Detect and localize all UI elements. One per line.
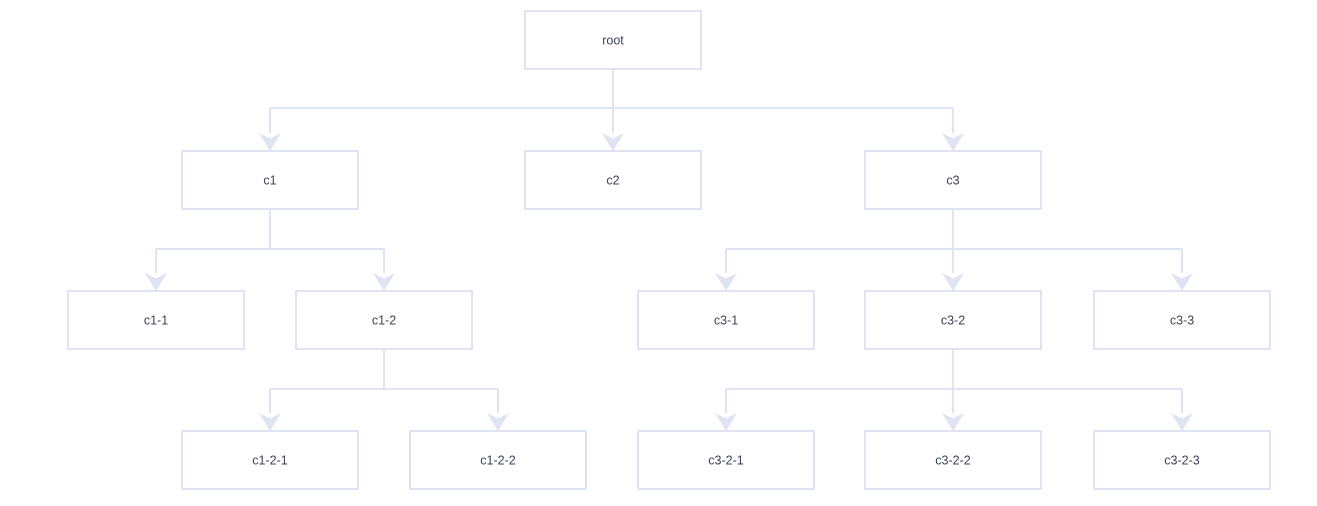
tree-node-c1[interactable]: c1 — [181, 150, 359, 210]
tree-node-c3-3[interactable]: c3-3 — [1093, 290, 1271, 350]
node-label-c3-2: c3-2 — [941, 313, 965, 327]
tree-node-c3-2-2[interactable]: c3-2-2 — [864, 430, 1042, 490]
node-box-root[interactable] — [524, 10, 702, 70]
arrow-icon-c3-2-to-c3-2-2 — [942, 413, 964, 431]
node-label-c3-2-2: c3-2-2 — [935, 453, 970, 467]
arrow-icon-c1-to-c1-2 — [373, 273, 395, 291]
node-box-c1-1[interactable] — [67, 290, 245, 350]
node-box-c1[interactable] — [181, 150, 359, 210]
nodes-layer: root c1 c2 c3 c1-1 c1-2 c3-1 c3-2 c3-3 c1-2-1 c1-2… — [67, 10, 1271, 490]
tree-node-c3-2-3[interactable]: c3-2-3 — [1093, 430, 1271, 490]
node-box-c3-2-2[interactable] — [864, 430, 1042, 490]
tree-node-c1-2-2[interactable]: c1-2-2 — [409, 430, 587, 490]
node-label-c3: c3 — [946, 173, 959, 187]
node-box-c3-1[interactable] — [637, 290, 815, 350]
node-label-c3-2-1: c3-2-1 — [708, 453, 743, 467]
tree-node-c1-2[interactable]: c1-2 — [295, 290, 473, 350]
node-box-c1-2-2[interactable] — [409, 430, 587, 490]
node-box-c3[interactable] — [864, 150, 1042, 210]
node-label-c1-1: c1-1 — [144, 313, 168, 327]
arrow-icon-c3-to-c3-3 — [1171, 273, 1193, 291]
tree-node-root[interactable]: root — [524, 10, 702, 70]
node-label-c3-3: c3-3 — [1170, 313, 1194, 327]
node-label-root: root — [602, 33, 624, 47]
tree-node-c1-1[interactable]: c1-1 — [67, 290, 245, 350]
node-box-c2[interactable] — [524, 150, 702, 210]
arrow-icon-c1-to-c1-1 — [145, 273, 167, 291]
node-label-c3-1: c3-1 — [714, 313, 738, 327]
node-box-c1-2[interactable] — [295, 290, 473, 350]
arrow-icon-c3-2-to-c3-2-3 — [1171, 413, 1193, 431]
tree-node-c3-2[interactable]: c3-2 — [864, 290, 1042, 350]
node-box-c3-2-1[interactable] — [637, 430, 815, 490]
tree-node-c3[interactable]: c3 — [864, 150, 1042, 210]
arrow-icon-c3-to-c3-1 — [715, 273, 737, 291]
arrow-icon-c1-2-to-c1-2-2 — [487, 413, 509, 431]
tree-node-c1-2-1[interactable]: c1-2-1 — [181, 430, 359, 490]
node-label-c1: c1 — [263, 173, 276, 187]
arrow-icon-root-to-c3 — [942, 133, 964, 151]
arrow-icon-root-to-c1 — [259, 133, 281, 151]
node-box-c3-2[interactable] — [864, 290, 1042, 350]
edges-layer — [145, 69, 1193, 431]
node-label-c1-2: c1-2 — [372, 313, 396, 327]
node-box-c3-3[interactable] — [1093, 290, 1271, 350]
arrow-icon-root-to-c2 — [602, 133, 624, 151]
tree-node-c3-2-1[interactable]: c3-2-1 — [637, 430, 815, 490]
arrow-icon-c3-to-c3-2 — [942, 273, 964, 291]
tree-node-c3-1[interactable]: c3-1 — [637, 290, 815, 350]
tree-node-c2[interactable]: c2 — [524, 150, 702, 210]
node-label-c1-2-2: c1-2-2 — [480, 453, 515, 467]
node-label-c3-2-3: c3-2-3 — [1164, 453, 1199, 467]
node-box-c1-2-1[interactable] — [181, 430, 359, 490]
node-label-c2: c2 — [606, 173, 619, 187]
arrow-icon-c1-2-to-c1-2-1 — [259, 413, 281, 431]
node-box-c3-2-3[interactable] — [1093, 430, 1271, 490]
node-label-c1-2-1: c1-2-1 — [252, 453, 287, 467]
arrow-icon-c3-2-to-c3-2-1 — [715, 413, 737, 431]
